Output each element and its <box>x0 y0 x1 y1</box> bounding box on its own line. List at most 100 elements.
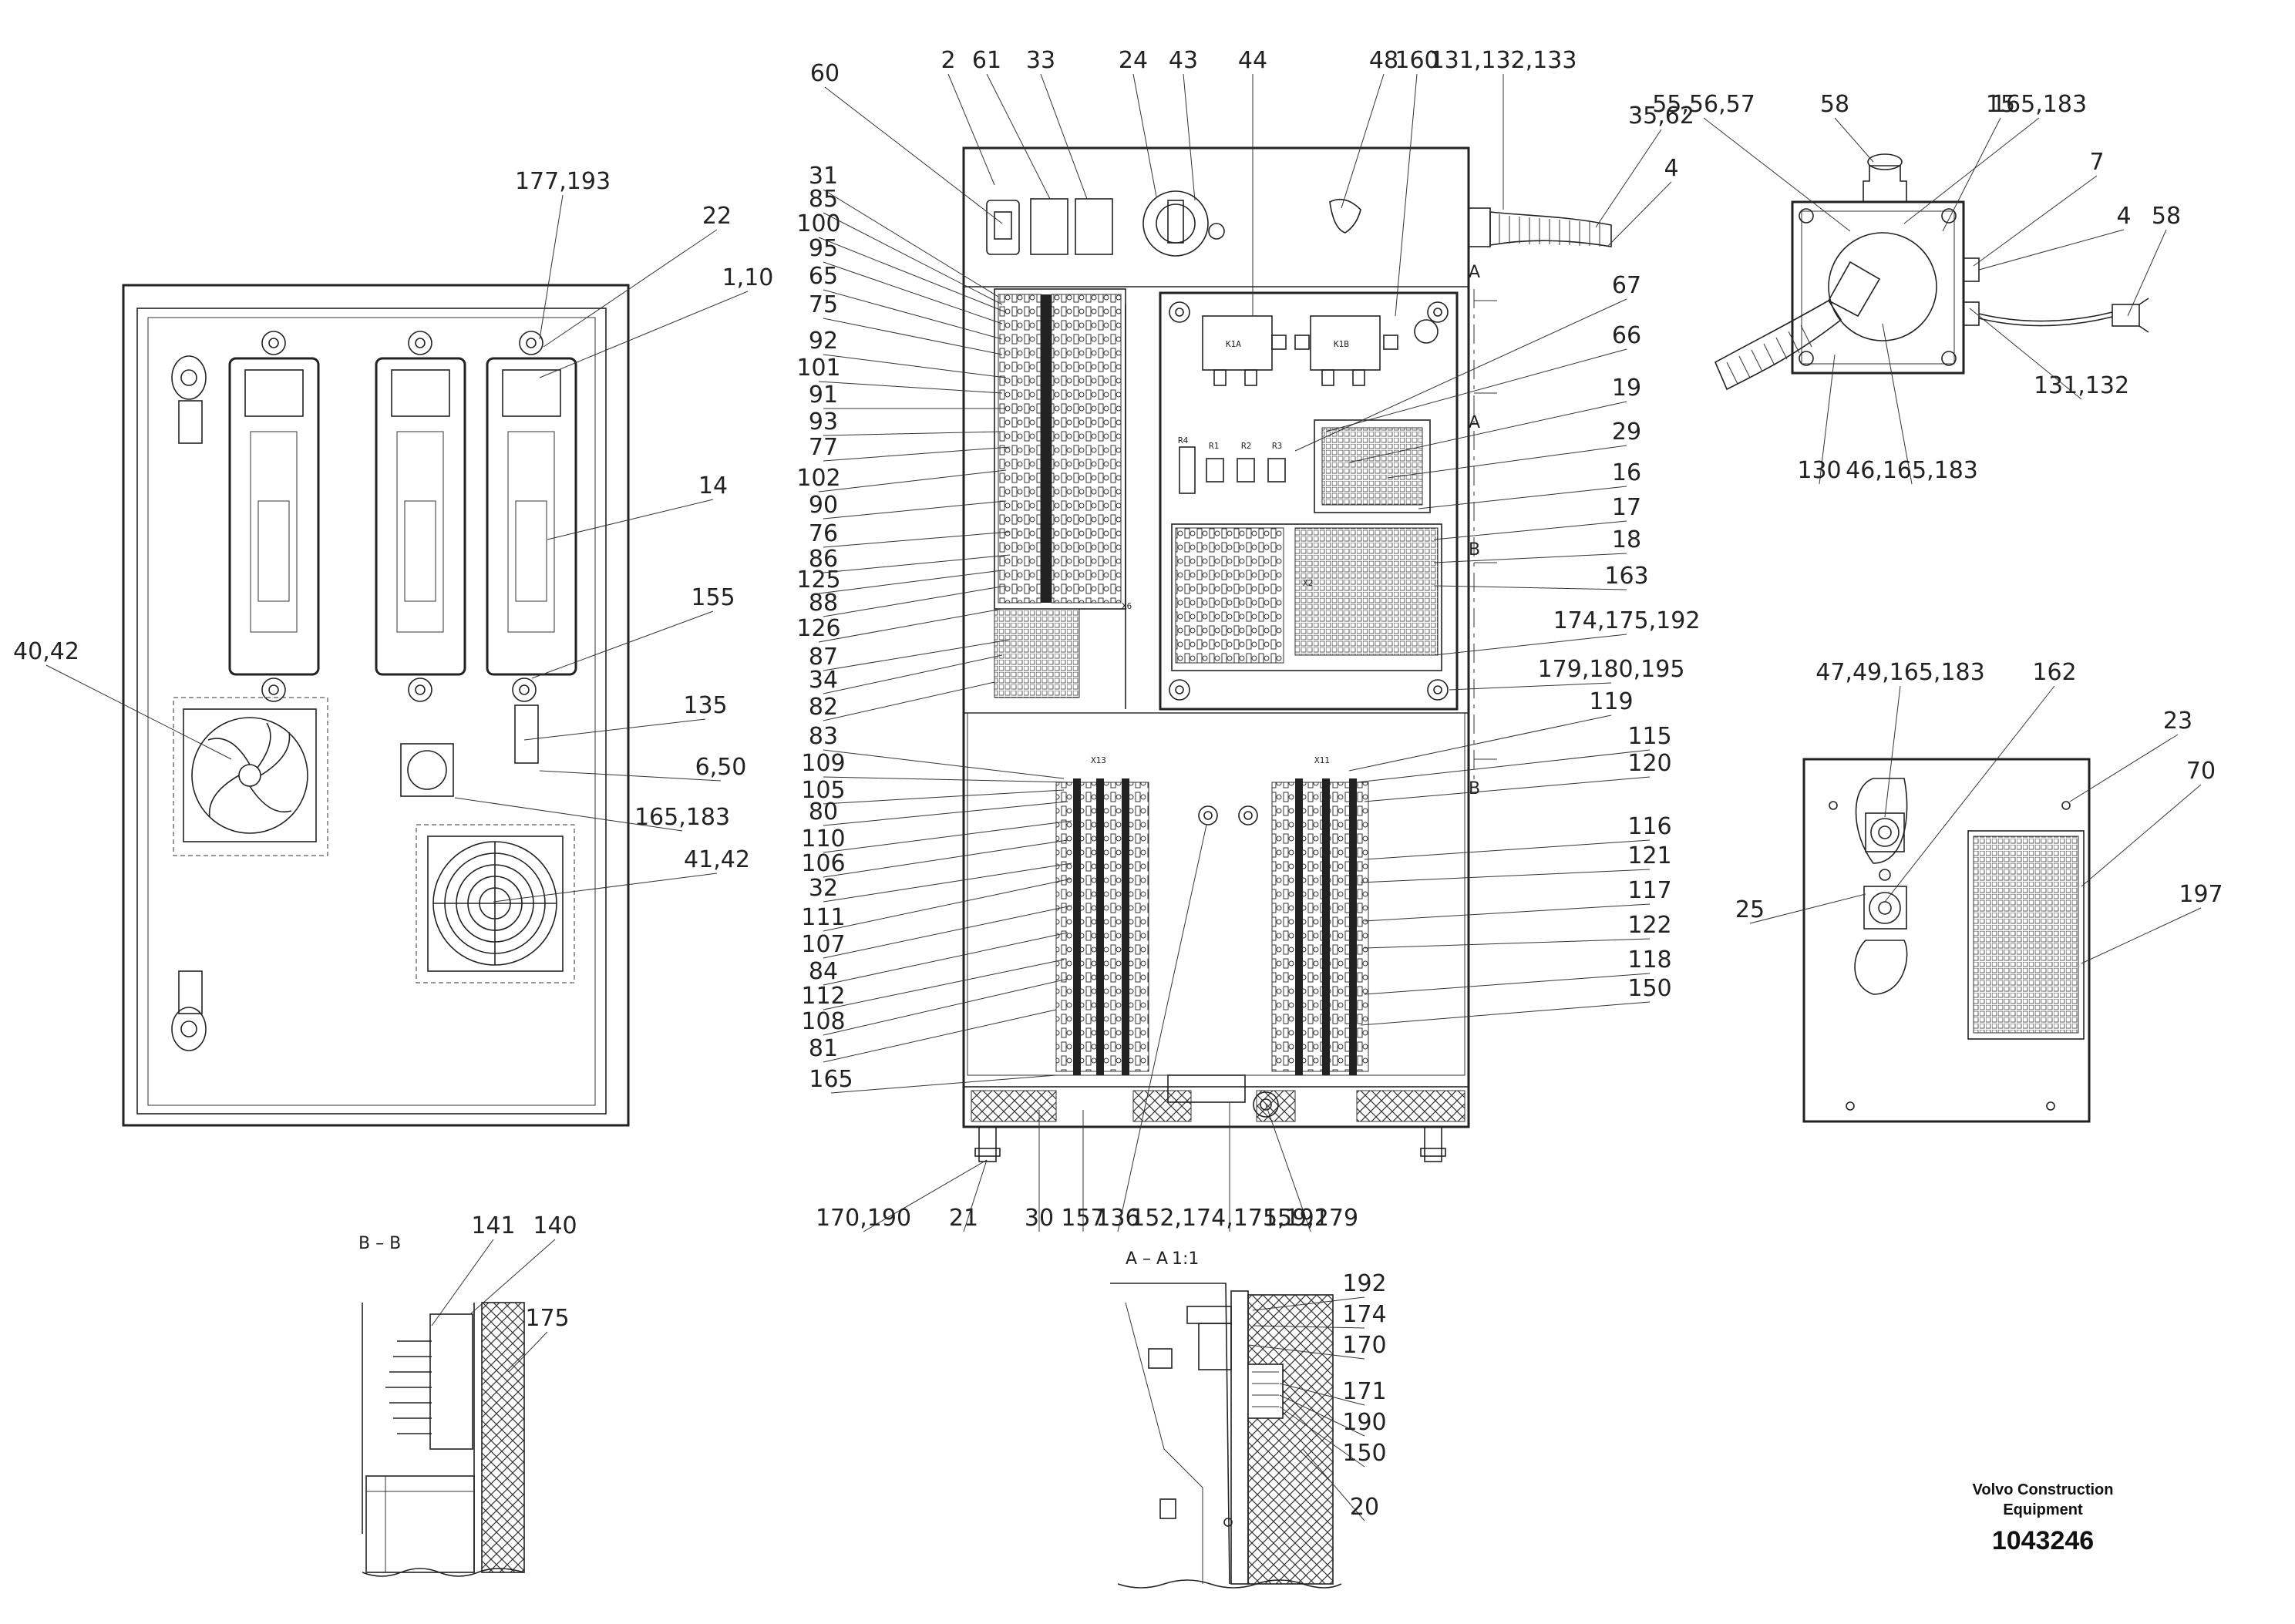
callout-label: 177,193 <box>515 168 611 195</box>
leader-line <box>2127 229 2167 317</box>
callout-label: 82 <box>809 694 838 721</box>
callout-label: 140 <box>533 1212 577 1239</box>
leader-line <box>547 499 714 540</box>
leader-line <box>1364 973 1651 995</box>
leader-line <box>2069 734 2179 802</box>
leader-line <box>431 1239 494 1326</box>
callout-label: 86 <box>809 546 838 573</box>
leader-line <box>1433 520 1627 540</box>
filter-housing-1 <box>228 331 320 702</box>
cooling-fan <box>173 697 328 856</box>
leader-line <box>823 318 1003 355</box>
callout-label: 14 <box>698 472 728 499</box>
callout-label: 150 <box>1627 975 1671 1002</box>
terminal-strip-x6 <box>994 288 1126 709</box>
callout-label: 16 <box>1612 459 1641 486</box>
callout-label: 122 <box>1627 912 1671 939</box>
leader-line <box>823 878 1072 932</box>
leader-line <box>1595 129 1662 228</box>
callout-label: 20 <box>1350 1494 1379 1521</box>
leader-line <box>823 801 1068 826</box>
callout-label: 110 <box>801 825 845 852</box>
callout-labels: 177,193221,101415540,421356,50165,18341,… <box>13 47 2223 1521</box>
leader-line <box>1364 839 1651 860</box>
callout-label: 108 <box>801 1008 845 1035</box>
label-k1b: K1B <box>1334 339 1349 349</box>
leader-line <box>823 862 1072 903</box>
leader-line <box>1302 1448 1365 1521</box>
leader-line <box>454 797 683 832</box>
leader-line <box>823 554 1011 573</box>
callout-label: 6,50 <box>695 754 747 781</box>
callout-label: 7 <box>2089 149 2104 176</box>
leader-line <box>823 639 1011 671</box>
callout-label: 116 <box>1627 813 1671 840</box>
terminal-strip-x13 <box>1055 778 1149 1075</box>
callout-label: 60 <box>810 60 840 87</box>
callout-label: 109 <box>801 750 845 777</box>
callout-label: 30 <box>1025 1205 1054 1232</box>
callout-label: 4 <box>1664 155 1678 182</box>
callout-label: 17 <box>1612 494 1641 521</box>
callout-label: 87 <box>809 644 838 671</box>
callout-label: 70 <box>2186 758 2216 785</box>
leader-line <box>543 229 718 348</box>
leader-line <box>823 189 999 298</box>
callout-label: 152,174,175,192 <box>1130 1205 1329 1232</box>
leader-line <box>1884 685 1901 818</box>
leader-line <box>1040 73 1088 200</box>
section-mark-a-mid: A <box>1469 413 1480 432</box>
callout-label: 80 <box>809 799 838 825</box>
label-x13: X13 <box>1091 755 1106 765</box>
leader-line <box>818 469 1007 493</box>
top-panel-switches <box>986 190 1361 257</box>
leader-line <box>1348 714 1612 772</box>
leader-line <box>823 585 1007 617</box>
leader-line <box>823 500 1007 519</box>
leader-line <box>2081 907 2202 964</box>
leader-line <box>1882 323 1913 485</box>
drawing-number: 1043246 <box>1991 1526 2095 1555</box>
callout-label: 171 <box>1342 1378 1386 1405</box>
leader-line <box>1279 1406 1365 1468</box>
callout-label: 118 <box>1627 946 1671 973</box>
callout-label: 165 <box>809 1066 853 1093</box>
leader-line <box>823 820 1072 853</box>
emergency-stop-box <box>1714 153 2149 391</box>
cabinet-interior-view <box>962 146 1612 1162</box>
leader-line <box>1325 348 1627 432</box>
leader-line <box>823 431 1003 436</box>
callout-label: 155 <box>691 584 735 611</box>
callout-label: 58 <box>2152 203 2181 230</box>
connector-46 <box>1855 778 1908 864</box>
leader-line <box>1252 1325 1365 1329</box>
callout-label: 175 <box>525 1305 569 1332</box>
leader-line <box>823 446 1011 462</box>
leader-line <box>818 570 1003 594</box>
leader-line <box>823 531 1011 548</box>
leader-line <box>823 789 1065 805</box>
leader-line <box>1433 585 1627 590</box>
leader-line <box>1360 869 1651 883</box>
callout-label: 125 <box>796 567 840 593</box>
leader-line <box>986 73 1051 200</box>
callout-label: 101 <box>796 355 840 382</box>
callout-label: 44 <box>1238 47 1267 74</box>
callout-label: 48 <box>1369 47 1398 74</box>
callout-label: 105 <box>801 777 845 804</box>
callout-label: 174 <box>1342 1301 1386 1328</box>
callout-label: 19 <box>1612 375 1641 402</box>
filter-housing-3 <box>486 331 577 764</box>
filter-housing-2 <box>375 331 466 702</box>
callout-label: 170 <box>1342 1332 1386 1359</box>
leader-line <box>823 905 1072 959</box>
callout-label: 76 <box>809 520 838 547</box>
leader-line <box>1973 175 2098 267</box>
callout-label: 32 <box>809 875 838 902</box>
leader-line <box>1248 1344 1365 1360</box>
callout-label: 192 <box>1342 1270 1386 1297</box>
leader-line <box>1279 1394 1365 1437</box>
leader-line <box>823 749 1065 779</box>
callout-label: 58 <box>1820 91 1849 118</box>
